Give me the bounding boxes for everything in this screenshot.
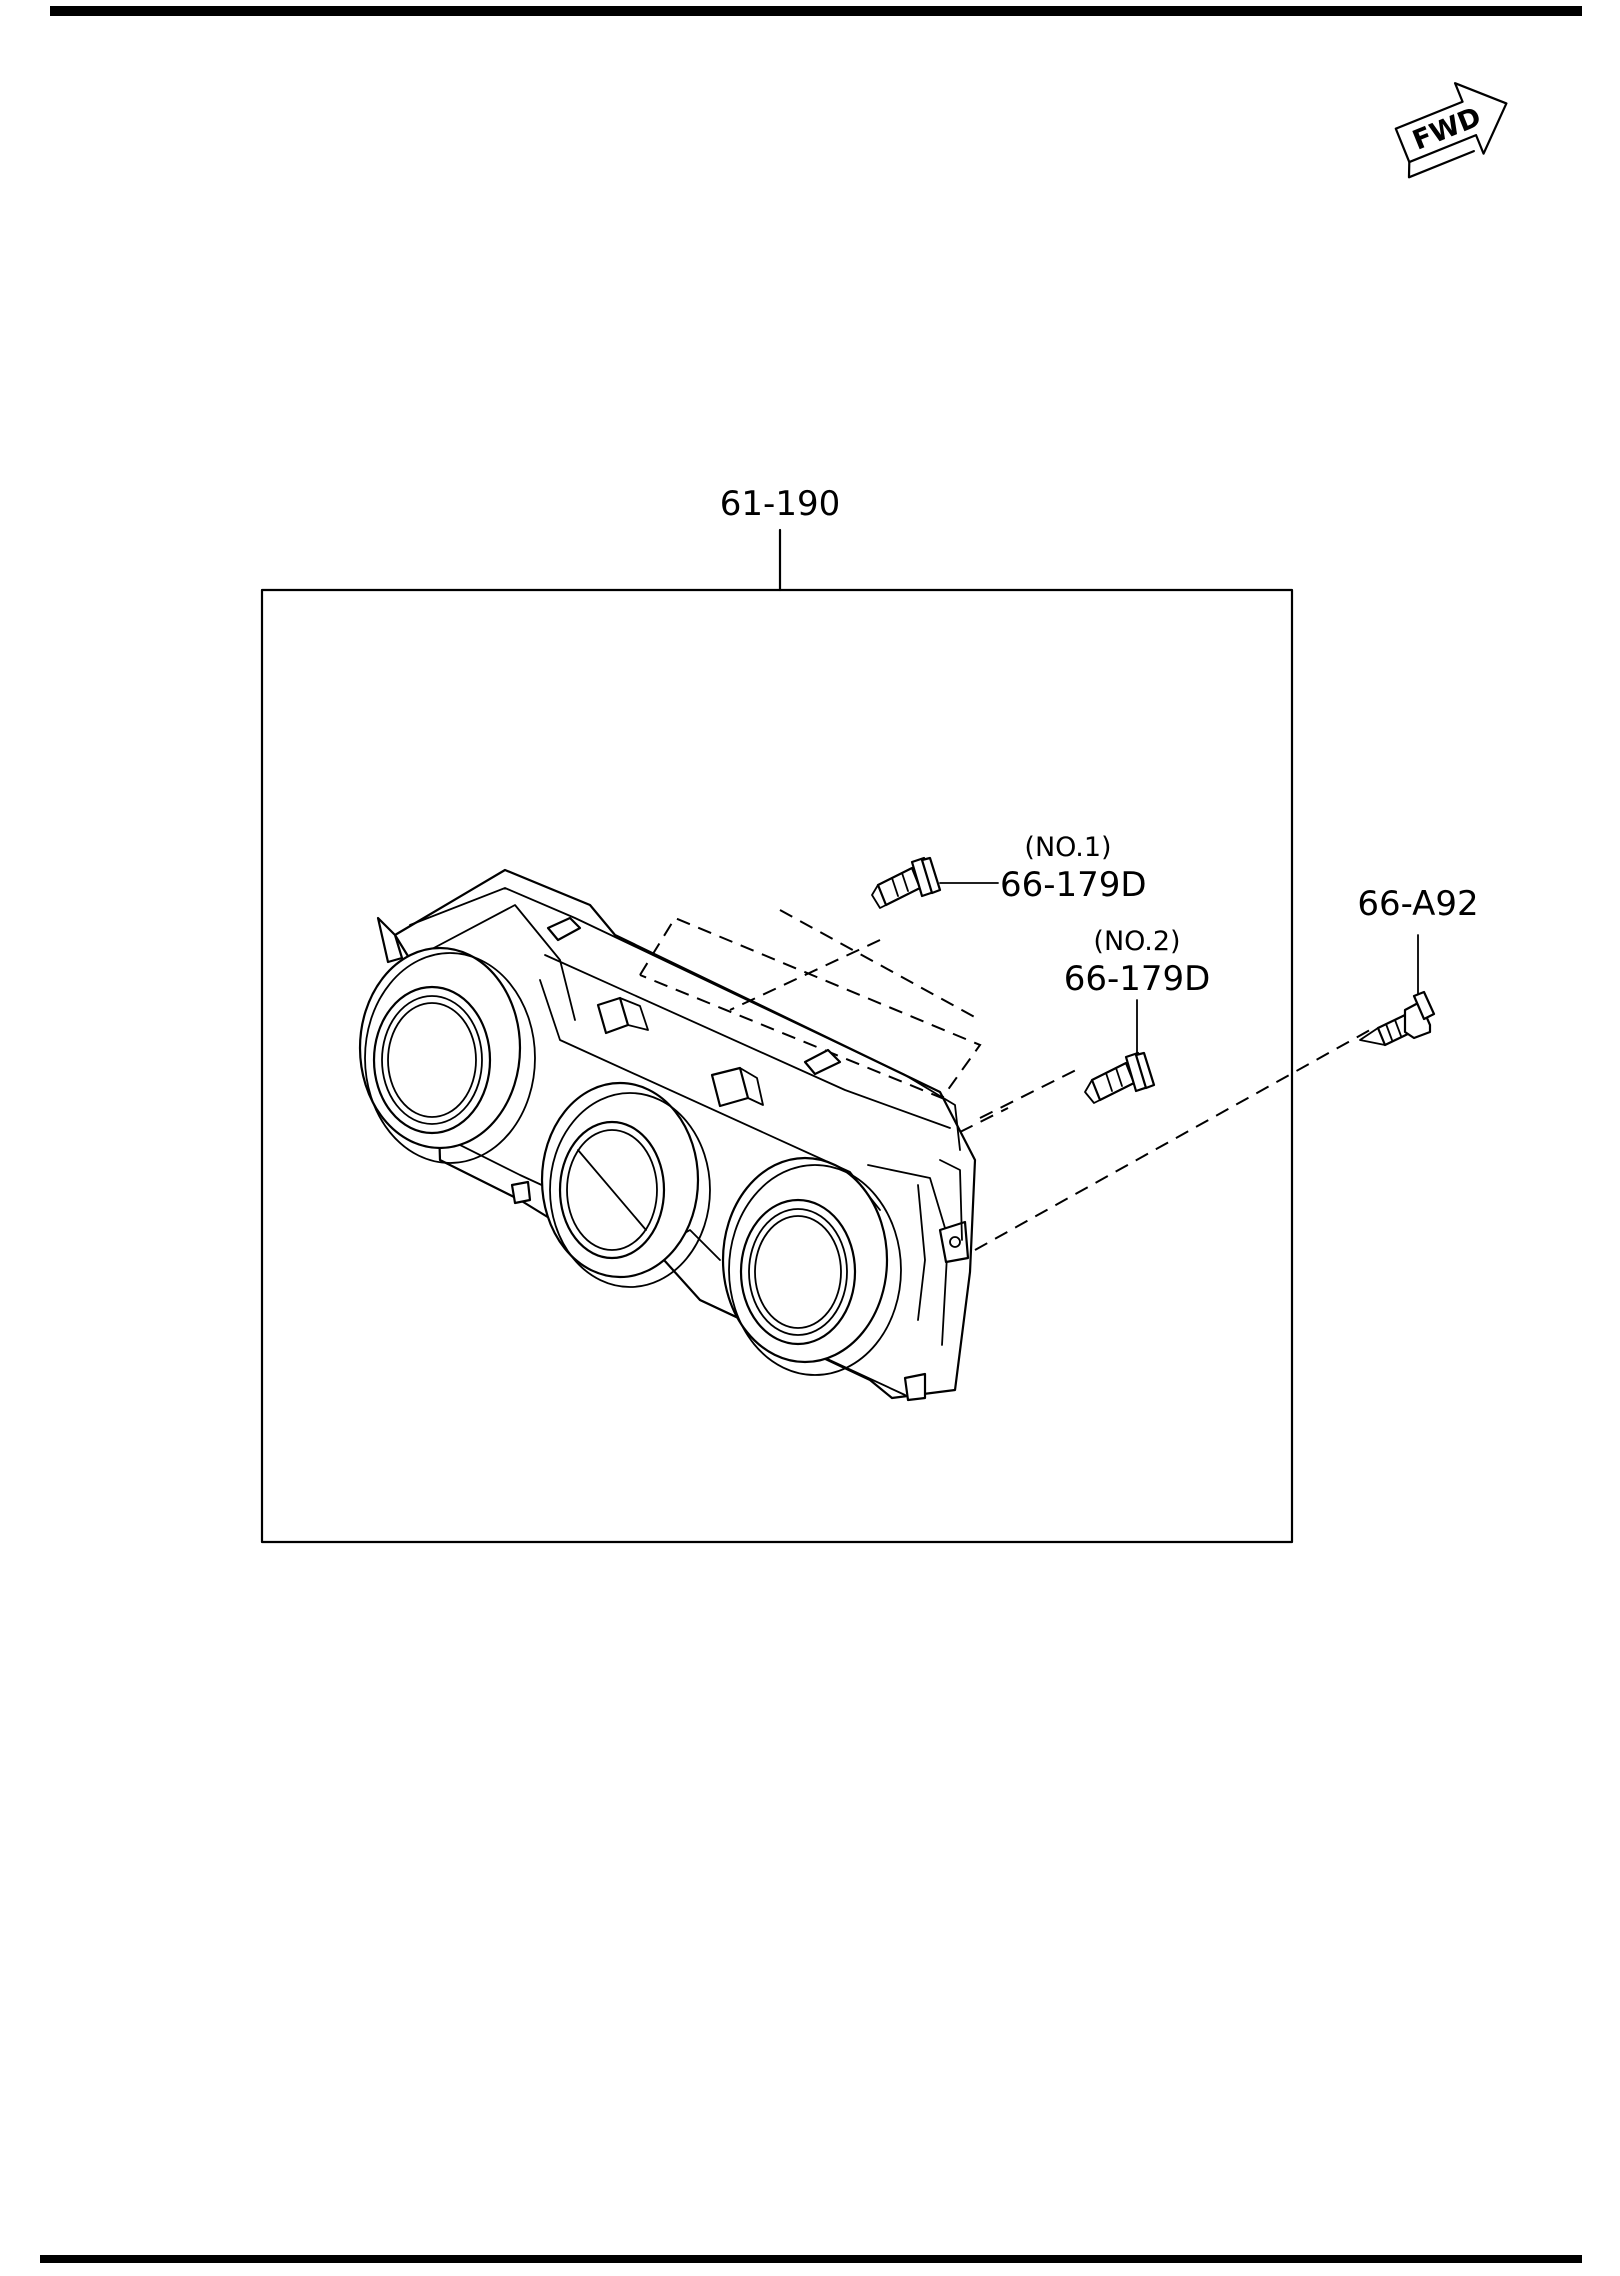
fastener-1-note: (NO.1) <box>1024 832 1111 863</box>
screw-icon <box>871 856 942 909</box>
installation-guide-lines <box>639 909 1371 1251</box>
top-rule <box>50 6 1582 16</box>
assembly-frame <box>260 588 1294 1544</box>
assembly-part-number: 61-190 <box>720 484 840 524</box>
screw-icon <box>1084 1051 1156 1104</box>
fastener-2-part-number: 66-179D <box>1064 959 1211 999</box>
fastener-3-part-number: 66-A92 <box>1357 884 1478 924</box>
fastener-2-note: (NO.2) <box>1093 926 1180 957</box>
center-knob <box>540 1081 711 1288</box>
bottom-rule <box>40 2255 1582 2263</box>
right-knob <box>721 1156 902 1376</box>
left-knob <box>358 946 536 1164</box>
forward-arrow-icon: FWD <box>1394 82 1508 179</box>
screw-icon <box>1359 990 1436 1047</box>
fastener-1-part-number: 66-179D <box>1000 865 1147 905</box>
